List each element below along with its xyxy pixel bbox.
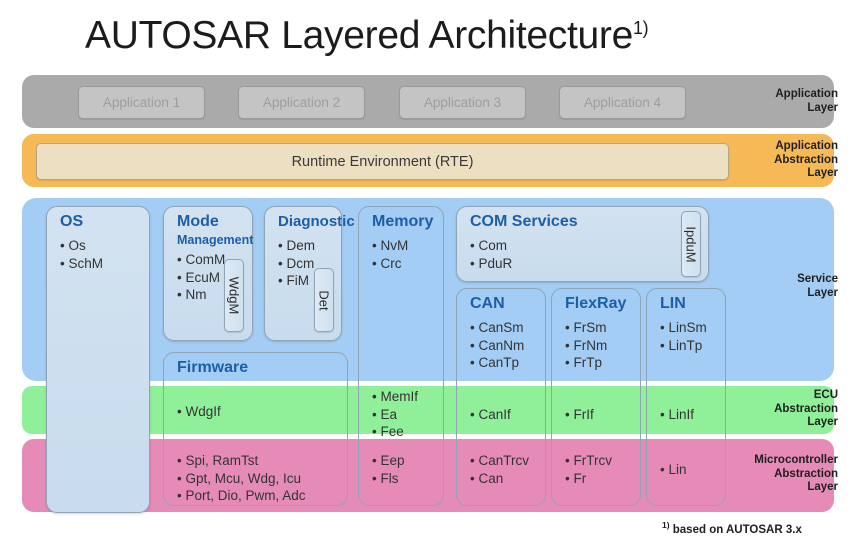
module-com-services[interactable]: COM Services Com PduR: [456, 206, 709, 282]
module-wdgm-tab-label: WdgM: [226, 276, 242, 315]
footnote-text: based on AUTOSAR 3.x: [669, 523, 802, 536]
application-box-2[interactable]: Application 2: [238, 86, 365, 119]
module-wdgm-tab[interactable]: WdgM: [224, 259, 244, 332]
module-os-title: OS: [60, 213, 84, 230]
module-memory-mcu-items: Eep Fls: [372, 452, 404, 487]
application-box-4[interactable]: Application 4: [559, 86, 686, 119]
module-flexray-ecu-items: FrIf: [565, 406, 593, 424]
module-lin-ecu-items: LinIf: [660, 406, 694, 424]
page-title-superscript: 1): [632, 18, 649, 38]
module-mode-management-title: Mode: [177, 213, 219, 230]
layer-label-application: Application Layer: [775, 88, 838, 114]
module-os-items: Os SchM: [60, 237, 103, 272]
module-mode-management-items: ComM EcuM Nm: [177, 251, 225, 304]
module-os[interactable]: OS Os SchM: [46, 206, 150, 513]
module-det-tab-label: Det: [316, 289, 332, 311]
module-firmware-title: Firmware: [177, 359, 249, 376]
footnote: 1) based on AUTOSAR 3.x: [662, 520, 802, 536]
page-title-text: AUTOSAR Layered Architecture: [85, 14, 633, 57]
application-box-label: Application 4: [583, 95, 662, 110]
module-ipdum-tab[interactable]: IpduM: [681, 211, 701, 277]
module-diagnostic-title: Diagnostic: [278, 213, 355, 230]
module-memory-title: Memory: [372, 213, 434, 230]
module-diagnostic-items: Dem Dcm FiM: [278, 237, 315, 290]
module-memory[interactable]: Memory NvM Crc MemIf Ea Fee Eep Fls: [358, 206, 444, 506]
application-box-3[interactable]: Application 3: [399, 86, 526, 119]
module-flexray-service-items: FrSm FrNm FrTp: [565, 319, 607, 372]
page-title: AUTOSAR Layered Architecture1): [85, 14, 649, 58]
module-firmware[interactable]: Firmware WdgIf Spi, RamTst Gpt, Mcu, Wdg…: [163, 352, 348, 506]
module-flexray-mcu-items: FrTrcv Fr: [565, 452, 611, 487]
module-memory-ecu-items: MemIf Ea Fee: [372, 388, 418, 441]
module-can-mcu-items: CanTrcv Can: [470, 452, 529, 487]
runtime-environment-label: Runtime Environment (RTE): [291, 153, 474, 170]
module-can-service-items: CanSm CanNm CanTp: [470, 319, 524, 372]
module-memory-service-items: NvM Crc: [372, 237, 408, 272]
module-lin[interactable]: LIN LinSm LinTp LinIf Lin: [646, 288, 726, 506]
module-can-title: CAN: [470, 295, 505, 312]
module-com-services-items: Com PduR: [470, 237, 512, 272]
module-firmware-ecu-items: WdgIf: [177, 403, 220, 421]
module-mode-management-subtitle: Management: [177, 233, 254, 247]
application-box-label: Application 3: [423, 95, 502, 110]
module-det-tab[interactable]: Det: [314, 268, 334, 332]
module-ipdum-tab-label: IpduM: [683, 225, 699, 263]
module-com-services-title: COM Services: [470, 213, 578, 230]
module-firmware-mcu-items: Spi, RamTst Gpt, Mcu, Wdg, Icu Port, Dio…: [177, 452, 305, 505]
runtime-environment-box[interactable]: Runtime Environment (RTE): [36, 143, 729, 180]
layer-label-ecu-abstraction: ECU Abstraction Layer: [774, 389, 838, 428]
layer-label-application-abstraction: Application Abstraction Layer: [774, 140, 838, 179]
footnote-superscript: 1): [662, 520, 670, 530]
layer-label-microcontroller-abstraction: Microcontroller Abstraction Layer: [754, 454, 838, 493]
layer-band-ecu-abstraction: [22, 386, 834, 434]
module-lin-mcu-items: Lin: [660, 461, 686, 479]
layer-label-service: Service Layer: [797, 273, 838, 299]
module-can[interactable]: CAN CanSm CanNm CanTp CanIf CanTrcv Can: [456, 288, 546, 506]
module-flexray[interactable]: FlexRay FrSm FrNm FrTp FrIf FrTrcv Fr: [551, 288, 641, 506]
application-box-label: Application 1: [102, 95, 181, 110]
application-box-1[interactable]: Application 1: [78, 86, 205, 119]
module-flexray-title: FlexRay: [565, 295, 627, 312]
module-lin-title: LIN: [660, 295, 686, 312]
layer-band-microcontroller-abstraction: [22, 439, 834, 512]
module-can-ecu-items: CanIf: [470, 406, 510, 424]
application-box-label: Application 2: [262, 95, 341, 110]
module-lin-service-items: LinSm LinTp: [660, 319, 706, 354]
